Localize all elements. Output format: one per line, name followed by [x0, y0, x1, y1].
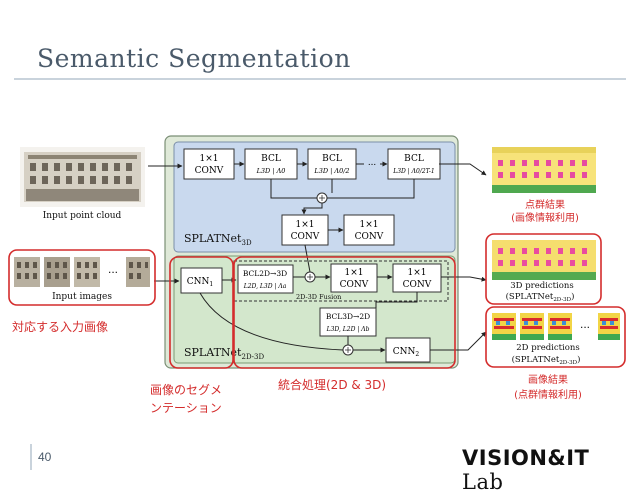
lab-logo-lab: Lab: [462, 470, 504, 494]
splatnet2d3d-label: SPLATNet2D-3D: [184, 346, 264, 361]
conv-3d-out-top: 1×1: [360, 220, 379, 230]
bcl-block-1-title: BCL: [261, 154, 281, 164]
cnn1-label: CNN1: [187, 277, 213, 288]
conv-fusion-1-top: 1×1: [345, 268, 364, 278]
page-number: 40: [38, 450, 52, 464]
input-images-strip: [14, 257, 150, 287]
image-seg-annotation-1: 画像のセグメ: [150, 383, 222, 397]
bcl-2d3d-title: BCL2D→3D: [243, 269, 287, 278]
bcl-block-2-params: L3D | Λ0/2: [313, 167, 349, 175]
slide-title: Semantic Segmentation: [37, 44, 351, 73]
conv-fusion-1: 1×1 CONV: [330, 263, 378, 293]
input-images-ellipsis: ...: [108, 262, 118, 276]
highlight-image-segmentation: [169, 256, 234, 369]
title-divider: [14, 78, 626, 80]
cnn2-block: CNN2: [385, 337, 431, 363]
output-3d-predictions: [492, 240, 596, 280]
conv-fusion-2-bottom: CONV: [403, 280, 432, 290]
output-point-cloud-result: [492, 147, 596, 193]
corresponding-images-annotation: 対応する入力画像: [12, 320, 108, 334]
conv-3d-mid-bottom: CONV: [291, 232, 320, 242]
bcl-block-1: BCL L3D | Λ0: [244, 148, 298, 180]
input-point-cloud-image: [20, 147, 145, 207]
cnn1-block: CNN1: [180, 267, 223, 294]
image-seg-annotation-2: ンテーション: [150, 401, 222, 415]
splatnet3d-label: SPLATNet3D: [184, 232, 252, 247]
bcl-3d2d-block: BCL3D→2D L3D, L2D | Λb: [319, 307, 377, 337]
highlight-integration: [233, 256, 456, 369]
out-3d-pred-line1: 3D predictions: [510, 281, 573, 291]
image-result-annotation-1: 画像結果: [528, 373, 568, 386]
bcl-3d2d-params: L3D, L2D | Λb: [326, 326, 370, 333]
integration-annotation: 統合処理(2D & 3D): [278, 377, 386, 392]
lab-logo: VISION&IT Lab: [462, 446, 638, 494]
out-2d-ellipsis: ...: [580, 317, 590, 331]
lab-logo-main: VISION&IT: [462, 446, 590, 470]
bcl-block-3-params: L3D | Λ0/2T-1: [392, 168, 435, 175]
splatnet-diagram: Input point cloud ... Input images 1×1 C…: [8, 135, 626, 415]
point-result-annotation-2: (画像情報利用): [511, 211, 579, 224]
point-result-annotation-1: 点群結果: [525, 198, 565, 211]
conv-fusion-2-top: 1×1: [408, 268, 427, 278]
bcl-block-2-title: BCL: [322, 154, 342, 164]
conv-3d-out-bottom: CONV: [355, 232, 384, 242]
out-3d-pred-line2: (SPLATNet2D-3D): [506, 291, 575, 303]
bcl-block-1-params: L3D | Λ0: [256, 167, 286, 175]
conv-3d-mid-top: 1×1: [296, 220, 315, 230]
conv-fusion-1-bottom: CONV: [340, 280, 369, 290]
out-2d-pred-line2: (SPLATNet2D-3D): [512, 354, 581, 366]
conv-3d-out: 1×1 CONV: [343, 214, 395, 246]
input-images-label: Input images: [52, 292, 112, 302]
output-2d-predictions: [492, 313, 620, 340]
bcl-2d3d-params: L2D, L3D | Λa: [243, 283, 287, 290]
page-number-divider: [30, 444, 32, 470]
bcl-2d3d-block: BCL2D→3D L2D, L3D | Λa: [237, 264, 294, 294]
bcl-block-3: BCL L3D | Λ0/2T-1: [387, 148, 441, 180]
bcl-3d2d-title: BCL3D→2D: [326, 312, 370, 321]
bcl-ellipsis: ...: [368, 157, 376, 168]
cnn2-label: CNN2: [393, 347, 420, 358]
conv-3d-input: 1×1 CONV: [183, 148, 235, 180]
bcl-block-3-title: BCL: [404, 154, 424, 164]
input-point-cloud-label: Input point cloud: [43, 211, 122, 221]
bcl-block-2: BCL L3D | Λ0/2: [307, 148, 357, 180]
highlight-input-images: [8, 249, 156, 306]
highlight-2d-predictions: [485, 306, 626, 368]
conv-3d-input-top: 1×1: [200, 154, 219, 164]
image-result-annotation-2: (点群情報利用): [514, 388, 582, 401]
fusion-label: 2D-3D Fusion: [296, 293, 341, 301]
out-2d-pred-line1: 2D predictions: [516, 343, 579, 353]
conv-3d-mid: 1×1 CONV: [281, 214, 329, 246]
conv-3d-input-bottom: CONV: [195, 166, 224, 176]
conv-fusion-2: 1×1 CONV: [392, 263, 442, 293]
highlight-3d-predictions: [485, 233, 602, 305]
